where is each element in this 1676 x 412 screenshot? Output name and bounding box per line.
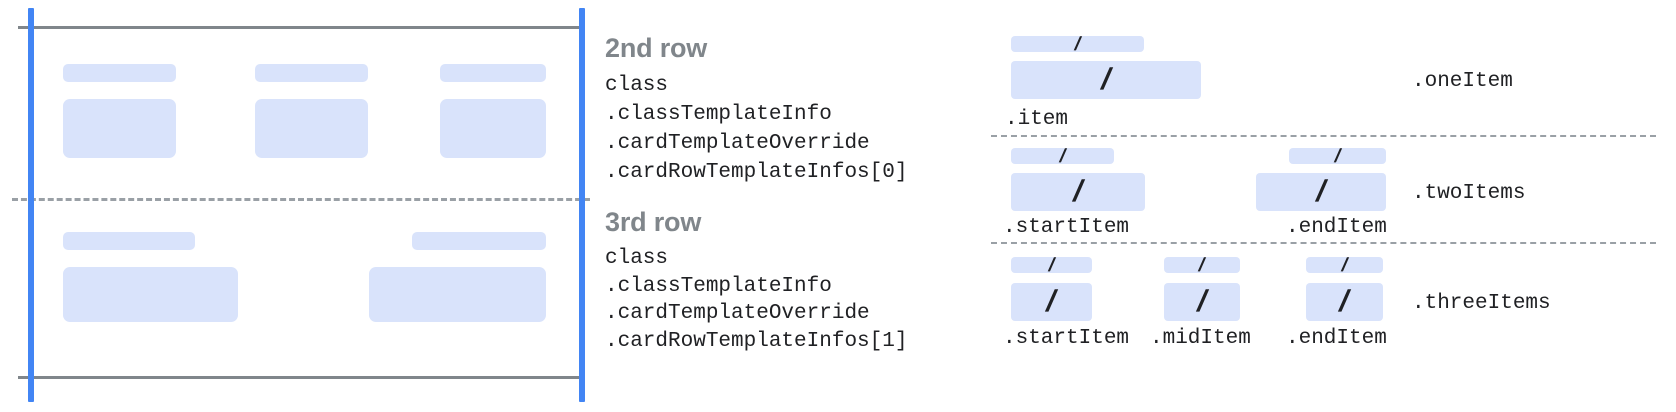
- slash-icon: /: [1336, 285, 1353, 318]
- row-code-line: .cardTemplateOverride: [605, 132, 870, 155]
- row-divider-dashed-rule: [12, 198, 590, 201]
- item-label: .startItem: [1003, 327, 1130, 350]
- slash-icon: /: [1193, 285, 1211, 318]
- item-title-bar: /: [1011, 257, 1092, 273]
- item-label: .startItem: [1003, 216, 1130, 239]
- placeholder-title-bar: [412, 232, 546, 250]
- item-body-block: /: [1164, 283, 1240, 321]
- item-title-bar: /: [1289, 148, 1386, 164]
- item-label: .endItem: [1286, 327, 1387, 350]
- item-group-separator: [991, 242, 1656, 244]
- item-group-label: .threeItems: [1412, 292, 1551, 315]
- item-body-block: /: [1256, 173, 1386, 211]
- row-code-line: class: [605, 247, 669, 270]
- item-group-separator: [991, 135, 1656, 137]
- slash-icon: /: [1196, 257, 1208, 273]
- top-boundary-rule: [18, 26, 585, 29]
- slash-icon: /: [1069, 175, 1087, 208]
- slash-icon: /: [1097, 63, 1115, 96]
- placeholder-body-block: [63, 267, 238, 322]
- row-code-line: .cardRowTemplateInfos[1]: [605, 330, 908, 353]
- row-heading-2nd: 2nd row: [605, 33, 708, 63]
- row-code-line: .classTemplateInfo: [605, 275, 832, 298]
- slash-icon: /: [1339, 257, 1350, 273]
- placeholder-title-bar: [255, 64, 368, 82]
- bottom-boundary-rule: [18, 376, 585, 379]
- item-label: .midItem: [1150, 327, 1251, 350]
- item-title-bar: /: [1011, 148, 1114, 164]
- placeholder-title-bar: [440, 64, 546, 82]
- row-code-line: class: [605, 74, 669, 97]
- item-label: .item: [1005, 108, 1069, 131]
- placeholder-title-bar: [63, 232, 195, 250]
- slash-icon: /: [1332, 148, 1343, 164]
- row-code-line: .classTemplateInfo: [605, 103, 832, 126]
- placeholder-body-block: [255, 99, 368, 158]
- placeholder-title-bar: [63, 64, 176, 82]
- item-label: .endItem: [1286, 216, 1387, 239]
- item-group-label: .oneItem: [1412, 70, 1513, 93]
- item-body-block: /: [1011, 61, 1201, 99]
- row-code-line: .cardRowTemplateInfos[0]: [605, 161, 908, 184]
- left-accent-rule: [28, 8, 34, 402]
- slash-icon: /: [1312, 175, 1330, 208]
- slash-icon: /: [1043, 285, 1060, 318]
- item-title-bar: /: [1164, 257, 1240, 273]
- item-group-label: .twoItems: [1412, 182, 1526, 205]
- placeholder-body-block: [63, 99, 176, 158]
- row-code-line: .cardTemplateOverride: [605, 302, 870, 325]
- item-body-block: /: [1011, 173, 1145, 211]
- slash-icon: /: [1057, 148, 1068, 164]
- item-title-bar: /: [1306, 257, 1383, 273]
- item-body-block: /: [1011, 283, 1092, 321]
- row-heading-3rd: 3rd row: [605, 207, 702, 237]
- slash-icon: /: [1046, 257, 1057, 273]
- placeholder-body-block: [369, 267, 546, 322]
- slash-icon: /: [1072, 36, 1083, 52]
- right-accent-rule: [579, 8, 585, 402]
- item-body-block: /: [1306, 283, 1383, 321]
- item-title-bar: /: [1011, 36, 1144, 52]
- placeholder-body-block: [440, 99, 546, 158]
